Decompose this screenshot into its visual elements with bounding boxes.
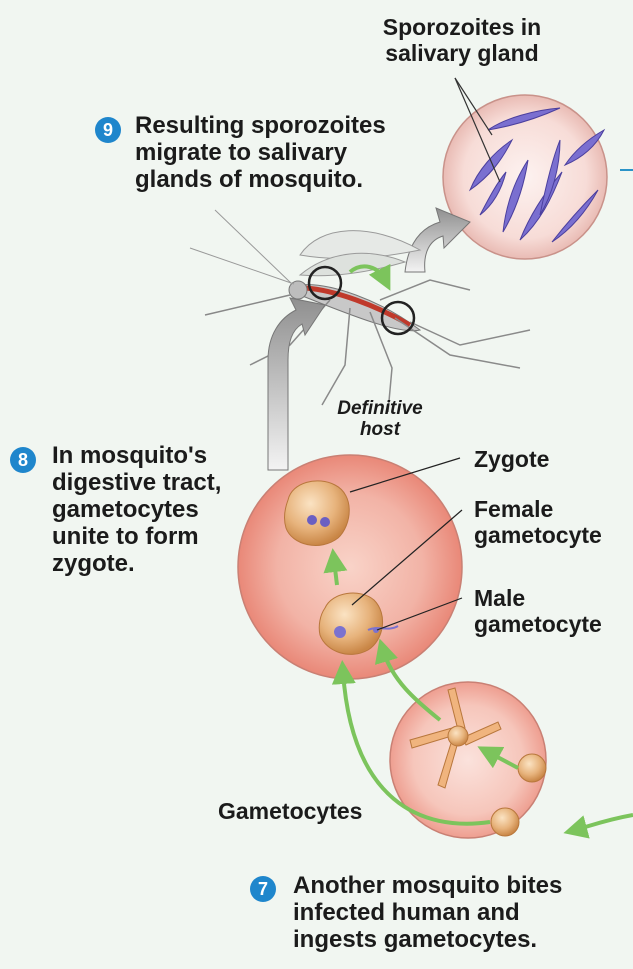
step-8-badge: 8 <box>10 447 36 473</box>
gray-arrow-to-mosquito <box>268 298 325 470</box>
definitive-host-label: Definitive host <box>320 398 440 441</box>
green-arrow-from-right <box>575 815 633 830</box>
step-9-text: Resulting sporozoites migrate to salivar… <box>135 112 386 193</box>
step-7-text: Another mosquito bites infected human an… <box>293 872 562 953</box>
step-9-badge: 9 <box>95 117 121 143</box>
zygote-label: Zygote <box>474 446 549 472</box>
digestive-tract-circle <box>238 455 462 679</box>
gametocyte-cell-b <box>491 808 519 836</box>
zygote-cell <box>285 481 350 546</box>
sporozoites-label: Sporozoites in salivary gland <box>352 14 572 66</box>
step-7-badge: 7 <box>250 876 276 902</box>
female-gametocyte-label: Female gametocyte <box>474 496 602 548</box>
male-gametocyte-label: Male gametocyte <box>474 585 602 637</box>
gametocyte-cell-a <box>518 754 546 782</box>
salivary-gland-circle <box>443 78 607 259</box>
gametocytes-circle <box>390 682 546 838</box>
step-8-text: In mosquito's digestive tract, gametocyt… <box>52 442 221 578</box>
gametocytes-label: Gametocytes <box>218 798 362 824</box>
gray-arrow-to-salivary <box>405 208 470 272</box>
